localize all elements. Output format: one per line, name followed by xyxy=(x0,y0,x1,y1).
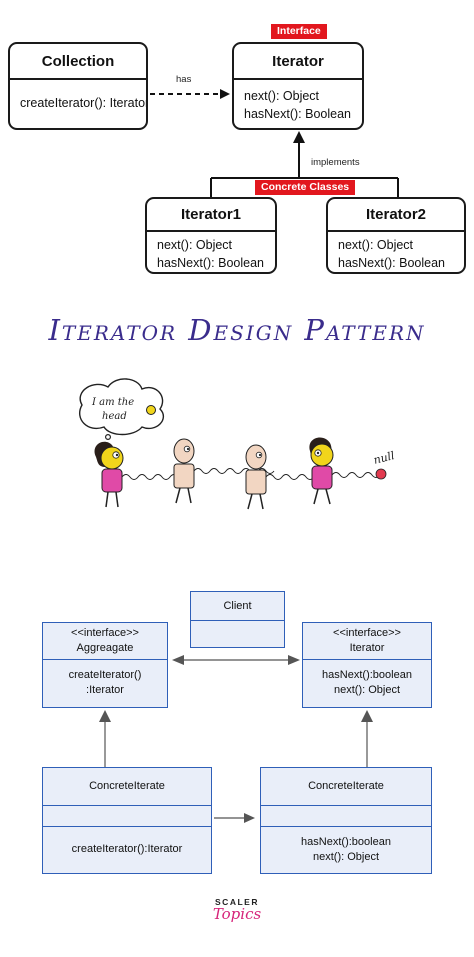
logo-top-text: SCALER xyxy=(215,897,259,907)
has-arrowhead xyxy=(220,89,230,99)
concrete-left-method: createIterator():Iterator xyxy=(71,843,183,855)
iterator-method-flat: next(): Object xyxy=(333,684,401,696)
iterator-interface-class: Iterator next(): Object hasNext(): Boole… xyxy=(232,42,364,130)
implements-arrowhead xyxy=(293,131,305,143)
collection-class: Collection createIterator(): Iterator xyxy=(8,42,148,130)
concrete-right-class-name: ConcreteIterate xyxy=(308,780,384,792)
iterator-method-flat: hasNext():boolean xyxy=(322,669,412,681)
concrete-left-class-name: ConcreteIterate xyxy=(89,780,165,792)
iterator-class-name: Iterator xyxy=(234,44,362,80)
iterator2-method: next(): Object xyxy=(338,238,414,252)
concrete-right-method: next(): Object xyxy=(312,850,380,863)
iterator1-method: next(): Object xyxy=(157,238,233,252)
page-title: Iterator Design Pattern xyxy=(48,313,426,347)
boy-node-figure-2 xyxy=(245,444,267,510)
illustration-drawing: I am the head xyxy=(79,378,396,510)
speech-cloud-shape xyxy=(79,378,165,436)
iterator1-class: Iterator1 next(): Object hasNext(): Bool… xyxy=(145,197,277,274)
null-knot-icon xyxy=(375,468,387,480)
iterator1-method: hasNext(): Boolean xyxy=(157,256,265,270)
uml-bottom-connectors xyxy=(99,655,373,823)
concrete-iterate-right-class: ConcreteIterate hasNext():boolean next()… xyxy=(260,767,432,874)
aggregate-interface-class: <<interface>> Aggreagate createIterator(… xyxy=(42,622,168,708)
concrete-iterate-left-class: ConcreteIterate createIterator():Iterato… xyxy=(42,767,212,874)
aggregate-method: :Iterator xyxy=(86,684,124,696)
uml-top-connectors xyxy=(150,89,399,200)
linked-people-illustration: I am the head xyxy=(60,375,420,515)
implements-label: implements xyxy=(311,157,360,168)
iterator2-method: hasNext(): Boolean xyxy=(338,256,446,270)
girl-tail-node-figure xyxy=(309,437,334,505)
concrete-right-empty-compartment xyxy=(261,806,431,827)
chain-link-3 xyxy=(265,474,315,480)
aggregate-method: createIterator() xyxy=(68,669,142,681)
aggregate-class-name: Aggreagate xyxy=(76,642,134,654)
iterator2-class: Iterator2 next(): Object hasNext(): Bool… xyxy=(326,197,466,274)
concrete-classes-tag: Concrete Classes xyxy=(255,180,356,195)
logo-bottom-text: Topics xyxy=(212,905,262,923)
concrete-right-method: hasNext():boolean xyxy=(301,835,391,848)
creates-arrow xyxy=(244,813,255,823)
has-label: has xyxy=(176,74,192,85)
iterator1-class-name: Iterator1 xyxy=(147,199,275,232)
iterator-method: next(): Object xyxy=(244,89,320,103)
collection-class-name: Collection xyxy=(10,44,146,80)
client-class: Client xyxy=(190,591,285,648)
association-arrow-right xyxy=(288,655,300,665)
interface-tag: Interface xyxy=(271,24,327,39)
aggregate-stereotype: <<interface>> xyxy=(71,627,139,639)
speech-line-1: I am the xyxy=(91,397,134,408)
speech-line-2: head xyxy=(102,411,127,422)
association-arrow-left xyxy=(172,655,184,665)
iterator-class-name-flat: Iterator xyxy=(349,642,385,654)
iterator-stereotype: <<interface>> xyxy=(333,627,401,639)
iterator-interface-class-flat: <<interface>> Iterator hasNext():boolean… xyxy=(302,622,432,708)
girl-head-node-figure xyxy=(94,441,124,508)
chain-link-2 xyxy=(193,468,275,474)
client-class-name: Client xyxy=(223,599,252,612)
smiley-icon xyxy=(146,405,156,415)
collection-method: createIterator(): Iterator xyxy=(20,96,148,110)
iterator-method: hasNext(): Boolean xyxy=(244,107,352,121)
aggregate-realization-arrow xyxy=(99,710,111,722)
iterator2-class-name: Iterator2 xyxy=(328,199,464,232)
iterator-realization-arrow xyxy=(361,710,373,722)
concrete-left-empty-compartment xyxy=(43,806,211,827)
chain-link-4 xyxy=(331,472,381,478)
null-label: null xyxy=(372,449,396,467)
boy-node-figure-1 xyxy=(173,438,195,504)
